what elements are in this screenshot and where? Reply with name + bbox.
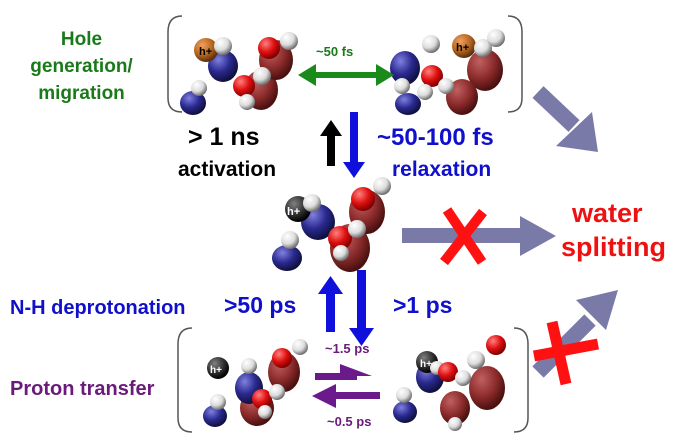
fs50-100-label: ~50-100 fs bbox=[377, 124, 494, 151]
hole-symbol-top-right: h+ bbox=[456, 42, 469, 54]
proton-transfer-equilibrium-arrows bbox=[312, 364, 380, 408]
hole-black-icon bbox=[207, 357, 229, 379]
hole-orange-icon bbox=[194, 38, 218, 62]
molecule-bottom-right bbox=[393, 335, 506, 431]
hole-orange-icon bbox=[452, 34, 476, 58]
activation-label: activation bbox=[178, 158, 277, 181]
hole-symbol-middle: h+ bbox=[287, 206, 300, 218]
gray-arrow-top bbox=[532, 86, 598, 152]
top-bracket-left bbox=[167, 15, 183, 113]
proton-transfer-label: Proton transfer bbox=[10, 378, 155, 400]
molecule-top-right bbox=[390, 29, 505, 115]
red-cross-middle-icon bbox=[440, 207, 487, 266]
nh-down-arrow bbox=[349, 270, 374, 346]
ps1-label: >1 ps bbox=[393, 292, 453, 318]
top-bracket-right bbox=[507, 15, 523, 113]
red-cross-bottom-icon bbox=[532, 320, 600, 386]
bottom-bracket-right bbox=[513, 327, 529, 433]
nh-deprotonation-label: N-H deprotonation bbox=[10, 297, 186, 319]
fs50-label: ~50 fs bbox=[316, 44, 354, 59]
hole-generation-label: Hole generation/ migration bbox=[30, 29, 133, 104]
green-double-arrow bbox=[298, 64, 394, 86]
hole-symbol-bottom-left: h+ bbox=[210, 365, 222, 376]
activation-up-arrow bbox=[320, 120, 342, 166]
ns1-label: > 1 ns bbox=[188, 123, 260, 151]
ps1-5-label: ~1.5 ps bbox=[325, 341, 370, 356]
nh-up-arrow bbox=[318, 276, 343, 332]
bottom-bracket-left bbox=[177, 327, 193, 433]
ps50-label: >50 ps bbox=[224, 292, 297, 318]
relaxation-label: relaxation bbox=[392, 158, 492, 181]
molecule-middle bbox=[272, 177, 391, 272]
hole-symbol-bottom-right: h+ bbox=[420, 359, 432, 370]
splitting-label: splitting bbox=[561, 232, 666, 262]
molecule-bottom-left bbox=[203, 339, 308, 427]
water-label: water bbox=[572, 198, 643, 228]
relaxation-down-arrow bbox=[343, 112, 365, 178]
ps0-5-label: ~0.5 ps bbox=[327, 414, 372, 429]
hole-symbol-top-left: h+ bbox=[199, 46, 212, 58]
molecule-top-left bbox=[180, 32, 298, 115]
